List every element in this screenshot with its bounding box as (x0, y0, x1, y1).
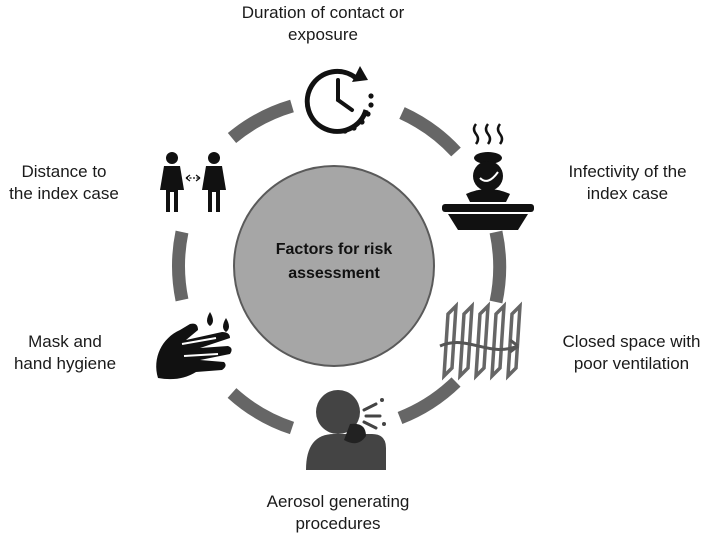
coughing-person-icon (306, 390, 386, 470)
center-circle (233, 165, 435, 367)
ring-segment (399, 107, 461, 157)
factor-label-hygiene: Mask and hand hygiene (13, 332, 117, 373)
factor-label-aerosol: Aerosol generating procedures (266, 492, 410, 533)
two-people-distance-icon (160, 152, 226, 212)
ring-segment (227, 99, 294, 144)
ring-segment (172, 230, 189, 302)
ring-segment (489, 230, 507, 304)
factor-label-duration: Duration of contact or exposure (241, 3, 405, 44)
factor-label-distance: Distance to the index case (9, 162, 119, 203)
factor-label-ventilation: Closed space with poor ventilation (562, 332, 701, 373)
factor-label-infectivity: Infectivity of the index case (568, 162, 687, 203)
window-air-icon (439, 301, 523, 381)
clock-icon (304, 66, 374, 134)
handwashing-icon (156, 312, 232, 380)
center-label: Factors for risk assessment (275, 241, 393, 282)
outer-ring (172, 99, 507, 435)
ring-segment (227, 388, 295, 435)
steaming-person-icon (442, 123, 534, 230)
ring-segment (397, 377, 461, 425)
